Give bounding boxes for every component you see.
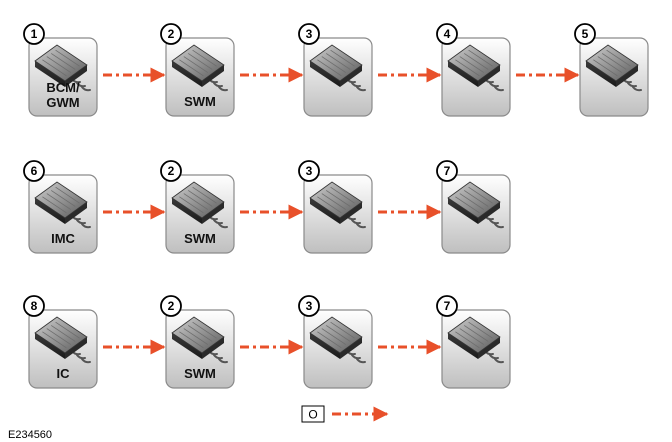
module-number-badge: 3 [298, 160, 320, 182]
module-number-badge: 1 [23, 23, 45, 45]
module-number-badge: 4 [436, 23, 458, 45]
module-number-badge: 2 [160, 160, 182, 182]
legend-key: O [308, 408, 317, 422]
module-label: SWM [184, 94, 216, 109]
module-number: 3 [306, 164, 313, 178]
module-label: GWM [46, 95, 79, 110]
legend-key-box [301, 405, 325, 423]
module-number: 2 [168, 299, 175, 313]
module-node-8: 8IC [23, 295, 98, 389]
ecu-module-icon [309, 316, 366, 364]
module-number: 5 [582, 27, 589, 41]
figure-id: E234560 [8, 429, 52, 441]
ecu-module-icon [447, 44, 504, 92]
module-number: 6 [31, 164, 38, 178]
ecu-module-icon [171, 181, 228, 229]
module-label: IC [57, 366, 71, 381]
module-label: SWM [184, 366, 216, 381]
module-number: 2 [168, 27, 175, 41]
module-number: 1 [31, 27, 38, 41]
ecu-module-icon [309, 44, 366, 92]
legend: O [301, 405, 389, 423]
module-number-badge: 2 [160, 23, 182, 45]
ecu-module-icon [447, 181, 504, 229]
module-node-5: 5 [574, 23, 649, 117]
module-number: 3 [306, 299, 313, 313]
ecu-module-icon [585, 44, 642, 92]
module-node-3: 3 [298, 23, 373, 117]
module-node-3: 3 [298, 295, 373, 389]
module-number-badge: 3 [298, 295, 320, 317]
module-number-badge: 3 [298, 23, 320, 45]
module-number-badge: 7 [436, 295, 458, 317]
module-node-3: 3 [298, 160, 373, 254]
module-label: SWM [184, 231, 216, 246]
ecu-module-icon [34, 181, 91, 229]
ecu-module-icon [447, 316, 504, 364]
module-node-4: 4 [436, 23, 511, 117]
module-node-7: 7 [436, 295, 511, 389]
module-number: 4 [444, 27, 451, 41]
module-number-badge: 7 [436, 160, 458, 182]
ecu-module-icon [34, 44, 91, 92]
module-number: 3 [306, 27, 313, 41]
module-label: BCM/ [46, 80, 80, 95]
ecu-module-icon [34, 316, 91, 364]
module-number-badge: 2 [160, 295, 182, 317]
module-number: 2 [168, 164, 175, 178]
module-node-7: 7 [436, 160, 511, 254]
ecu-module-icon [309, 181, 366, 229]
ecu-module-icon [171, 44, 228, 92]
module-number-badge: 5 [574, 23, 596, 45]
module-number-badge: 6 [23, 160, 45, 182]
module-number-badge: 8 [23, 295, 45, 317]
module-number: 7 [444, 299, 451, 313]
ecu-module-icon [171, 316, 228, 364]
module-number: 7 [444, 164, 451, 178]
module-number: 8 [31, 299, 38, 313]
module-label: IMC [51, 231, 75, 246]
